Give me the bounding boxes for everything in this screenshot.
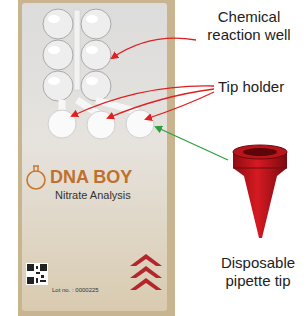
pipette-tip [233,145,287,238]
photo-ground [18,0,175,316]
qr-code [26,263,48,285]
flask-logo [27,166,45,189]
chevron-mark [130,254,162,290]
product-name: Nitrate Analysis [55,189,165,202]
leader-arrow [112,38,196,58]
tip-holders [48,100,154,139]
leader-arrow [146,92,214,119]
leader-arrow [108,89,214,118]
callout-label: Disposable pipette tip [212,254,304,290]
callout-label: Tip holder [218,78,302,96]
lot-number: Lot no. : 0000225 [52,287,122,294]
reaction-wells [43,9,111,101]
card: DNA BOYNitrate AnalysisLot no. : 0000225 [22,3,167,311]
brand-name: DNA BOY [50,167,160,189]
callout-label: Chemical reaction well [196,8,302,44]
card-body [22,3,167,311]
leader-arrow [156,127,228,160]
